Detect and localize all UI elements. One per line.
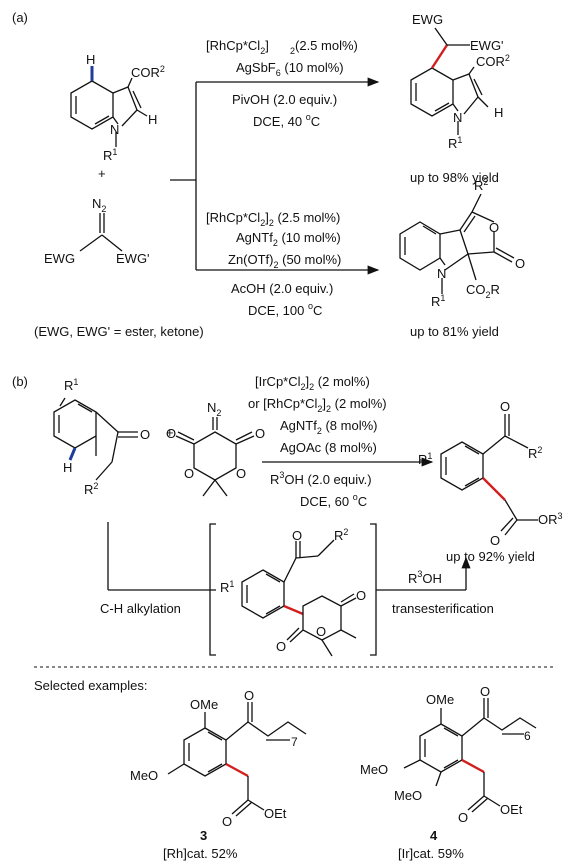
svg-text:H: H [148, 112, 157, 127]
svg-text:O: O [500, 399, 510, 414]
svg-text:O: O [316, 624, 326, 639]
svg-text:H: H [63, 460, 72, 475]
svg-text:R3OH (2.0 equiv.): R3OH (2.0 equiv.) [270, 470, 372, 487]
aryl-ketone: R1 H O R2 [53, 377, 150, 497]
svg-text:R1: R1 [448, 135, 462, 151]
svg-text:COR2: COR2 [131, 64, 165, 80]
svg-text:OMe: OMe [426, 692, 454, 707]
svg-text:H: H [494, 105, 503, 120]
svg-text:MeO: MeO [360, 762, 388, 777]
top-product: EWG EWG' COR2 N H R1 [410, 12, 510, 151]
transesterification-label: transesterification [392, 601, 494, 616]
top-yield: up to 98% yield [410, 170, 499, 185]
svg-text:N: N [437, 266, 446, 281]
svg-text:R2: R2 [334, 527, 348, 543]
svg-text:N: N [110, 122, 119, 137]
svg-text:OEt: OEt [264, 806, 287, 821]
svg-text:[RhCp*Cl2]2 (2.5 mol%): [RhCp*Cl2]2 (2.5 mol%) [206, 210, 340, 228]
svg-text:AgOAc (8 mol%): AgOAc (8 mol%) [280, 440, 377, 455]
svg-text:+: + [98, 166, 106, 181]
bottom-yield: up to 81% yield [410, 324, 499, 339]
example-3-structure: OMe O 7 MeO O OEt [130, 688, 307, 829]
svg-text:or [RhCp*Cl2]2 (2 mol%): or [RhCp*Cl2]2 (2 mol%) [248, 396, 387, 414]
svg-text:EWG': EWG' [470, 38, 504, 53]
svg-text:R1: R1 [64, 377, 78, 393]
svg-text:R2: R2 [84, 481, 98, 497]
svg-text:O: O [356, 588, 366, 603]
svg-text:OEt: OEt [500, 802, 523, 817]
svg-text:COR2: COR2 [476, 53, 510, 69]
svg-text:O: O [236, 466, 246, 481]
svg-text:DCE, 100 oC: DCE, 100 oC [248, 301, 322, 318]
svg-text:O: O [515, 256, 525, 271]
svg-text:O: O [489, 220, 499, 235]
svg-text:2(2.5 mol%): 2(2.5 mol%) [290, 38, 358, 56]
indole-substrate: H COR2 H N R1 + [70, 52, 165, 181]
svg-text:R2: R2 [474, 177, 488, 193]
panel-b-yield: up to 92% yield [446, 549, 535, 564]
panel-b-product: O R2 R1 O OR3 [418, 399, 563, 548]
svg-text:O: O [255, 426, 265, 441]
panel-b-conditions: [IrCp*Cl2]2 (2 mol%) or [RhCp*Cl2]2 (2 m… [248, 374, 387, 509]
panel-b-plus: + [166, 425, 174, 440]
svg-text:O: O [276, 639, 286, 654]
top-conditions: [RhCp*Cl2] 2(2.5 mol%) AgSbF6 (10 mol%) … [206, 38, 358, 129]
example-4-number: 4 [430, 828, 438, 843]
bottom-conditions: [RhCp*Cl2]2 (2.5 mol%) AgNTf2 (10 mol%) … [206, 210, 341, 318]
svg-text:O: O [222, 814, 232, 829]
svg-text:DCE, 60 oC: DCE, 60 oC [300, 492, 367, 509]
svg-text:MeO: MeO [130, 768, 158, 783]
svg-text:R1: R1 [103, 147, 117, 163]
svg-text:O: O [244, 688, 254, 703]
svg-text:H: H [86, 52, 95, 67]
svg-text:PivOH (2.0 equiv.): PivOH (2.0 equiv.) [232, 92, 337, 107]
svg-text:EWG: EWG [412, 12, 443, 27]
svg-text:7: 7 [291, 735, 298, 749]
svg-text:MeO: MeO [394, 788, 422, 803]
ewg-note: (EWG, EWG' = ester, ketone) [34, 324, 204, 339]
bottom-product: R2 O O N R1 CO2R [399, 177, 525, 309]
example-4-structure: OMe O 6 MeO MeO O OEt [360, 684, 537, 825]
diazo-meldrums-acid: N2 O O O O [166, 400, 265, 497]
svg-text:R1: R1 [418, 451, 432, 467]
example-3-number: 3 [200, 828, 207, 843]
panel-a-label: (a) [12, 10, 28, 25]
examples-title: Selected examples: [34, 678, 147, 693]
svg-text:AgSbF6 (10 mol%): AgSbF6 (10 mol%) [236, 60, 344, 78]
svg-text:DCE, 40 oC: DCE, 40 oC [253, 112, 320, 129]
svg-text:AgNTf2 (8 mol%): AgNTf2 (8 mol%) [280, 418, 377, 436]
svg-text:O: O [292, 528, 302, 543]
svg-text:AcOH (2.0 equiv.): AcOH (2.0 equiv.) [231, 281, 333, 296]
panel-b-label: (b) [12, 374, 28, 389]
svg-text:N: N [453, 110, 462, 125]
diazo-compound: N2 EWG EWG' [44, 196, 150, 266]
ch-alkylation-label: C-H alkylation [100, 601, 181, 616]
svg-text:N2: N2 [92, 196, 106, 214]
svg-text:O: O [184, 466, 194, 481]
svg-text:EWG': EWG' [116, 251, 150, 266]
svg-text:O: O [480, 684, 490, 699]
svg-text:R1: R1 [431, 293, 445, 309]
svg-text:[IrCp*Cl2]2 (2 mol%): [IrCp*Cl2]2 (2 mol%) [255, 374, 370, 392]
svg-text:OR3: OR3 [538, 511, 563, 527]
svg-text:CO2R: CO2R [466, 282, 500, 300]
svg-text:R1: R1 [220, 579, 234, 595]
intermediate: O R2 R1 O O O [220, 527, 366, 657]
svg-text:O: O [490, 533, 500, 548]
svg-text:Zn(OTf)2 (50 mol%): Zn(OTf)2 (50 mol%) [228, 252, 341, 270]
r3oh-label: R3OH [408, 569, 442, 586]
svg-text:O: O [458, 810, 468, 825]
svg-text:EWG: EWG [44, 251, 75, 266]
svg-text:R2: R2 [528, 445, 542, 461]
svg-text:OMe: OMe [190, 697, 218, 712]
svg-text:N2: N2 [207, 400, 221, 418]
svg-text:O: O [166, 426, 176, 441]
svg-text:AgNTf2 (10 mol%): AgNTf2 (10 mol%) [236, 230, 341, 248]
svg-text:6: 6 [524, 729, 531, 743]
example-3-yield: [Rh]cat. 52% [163, 846, 238, 861]
svg-text:O: O [140, 427, 150, 442]
example-4-yield: [Ir]cat. 59% [398, 846, 464, 861]
svg-text:[RhCp*Cl2]: [RhCp*Cl2] [206, 38, 269, 56]
